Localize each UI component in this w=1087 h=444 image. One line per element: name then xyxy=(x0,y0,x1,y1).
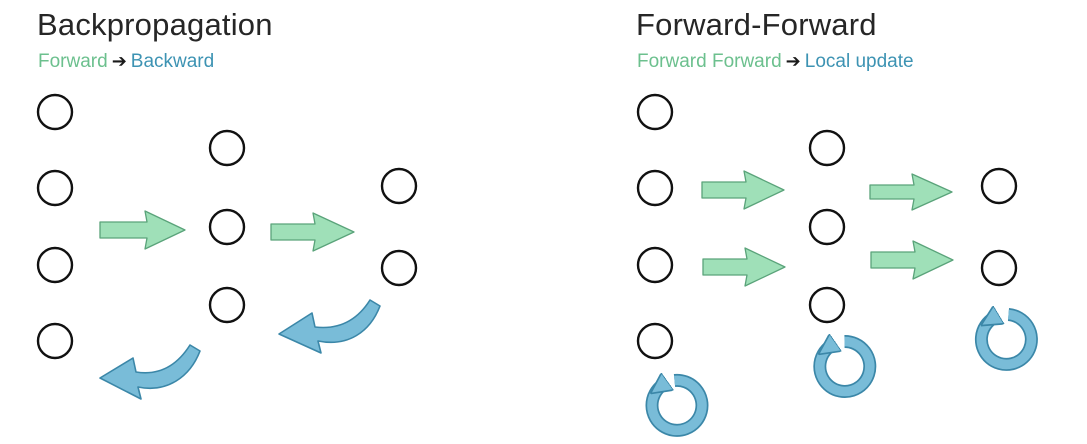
backprop-subtitle-arrow-icon: ➔ xyxy=(111,51,127,71)
backprop-forward-label: Forward xyxy=(38,51,108,72)
forward-forward-network xyxy=(636,93,1038,437)
neuron-node xyxy=(808,208,846,246)
backprop-layer-2 xyxy=(208,129,246,324)
backprop-title: Backpropagation xyxy=(37,7,273,42)
backprop-layer-1 xyxy=(36,93,74,360)
ff-forward-label: Forward Forward xyxy=(637,51,782,72)
neuron-node xyxy=(980,167,1018,205)
forward-arrow-icon xyxy=(701,170,785,210)
ff-layer-1 xyxy=(636,93,674,360)
neuron-node xyxy=(380,249,418,287)
neuron-node xyxy=(636,322,674,360)
neuron-node xyxy=(208,129,246,167)
neuron-node xyxy=(36,322,74,360)
backprop-layer-3 xyxy=(380,167,418,287)
forward-arrow-icon xyxy=(702,247,786,287)
ff-layer-3 xyxy=(980,167,1018,287)
forward-forward-title: Forward-Forward xyxy=(636,7,877,42)
neuron-node xyxy=(208,286,246,324)
neuron-node xyxy=(980,249,1018,287)
backprop-subtitle: Forward➔Backward xyxy=(38,51,214,73)
backprop-network xyxy=(36,93,418,400)
forward-arrow-icon xyxy=(270,212,355,252)
neuron-node xyxy=(636,169,674,207)
forward-arrow-icon xyxy=(870,240,954,280)
forward-arrow-icon xyxy=(99,210,186,250)
forward-arrow-icon xyxy=(869,173,953,211)
neuron-node xyxy=(36,93,74,131)
forward-forward-subtitle: Forward Forward➔Local update xyxy=(637,51,914,73)
neuron-node xyxy=(808,129,846,167)
neuron-node xyxy=(36,246,74,284)
neuron-node xyxy=(636,93,674,131)
backward-arrow-icon xyxy=(278,299,381,354)
local-update-loop-icon xyxy=(813,341,877,398)
local-update-loop-icon xyxy=(974,315,1038,371)
neuron-node xyxy=(36,169,74,207)
local-update-loop-icon xyxy=(645,380,709,437)
neuron-node xyxy=(208,208,246,246)
backward-arrow-icon xyxy=(99,344,201,400)
backprop-backward-label: Backward xyxy=(130,51,215,72)
ff-layer-2 xyxy=(808,129,846,324)
ff-local-update-label: Local update xyxy=(804,51,914,72)
neuron-node xyxy=(636,246,674,284)
neuron-node xyxy=(380,167,418,205)
neuron-node xyxy=(808,286,846,324)
ff-subtitle-arrow-icon: ➔ xyxy=(785,51,801,71)
